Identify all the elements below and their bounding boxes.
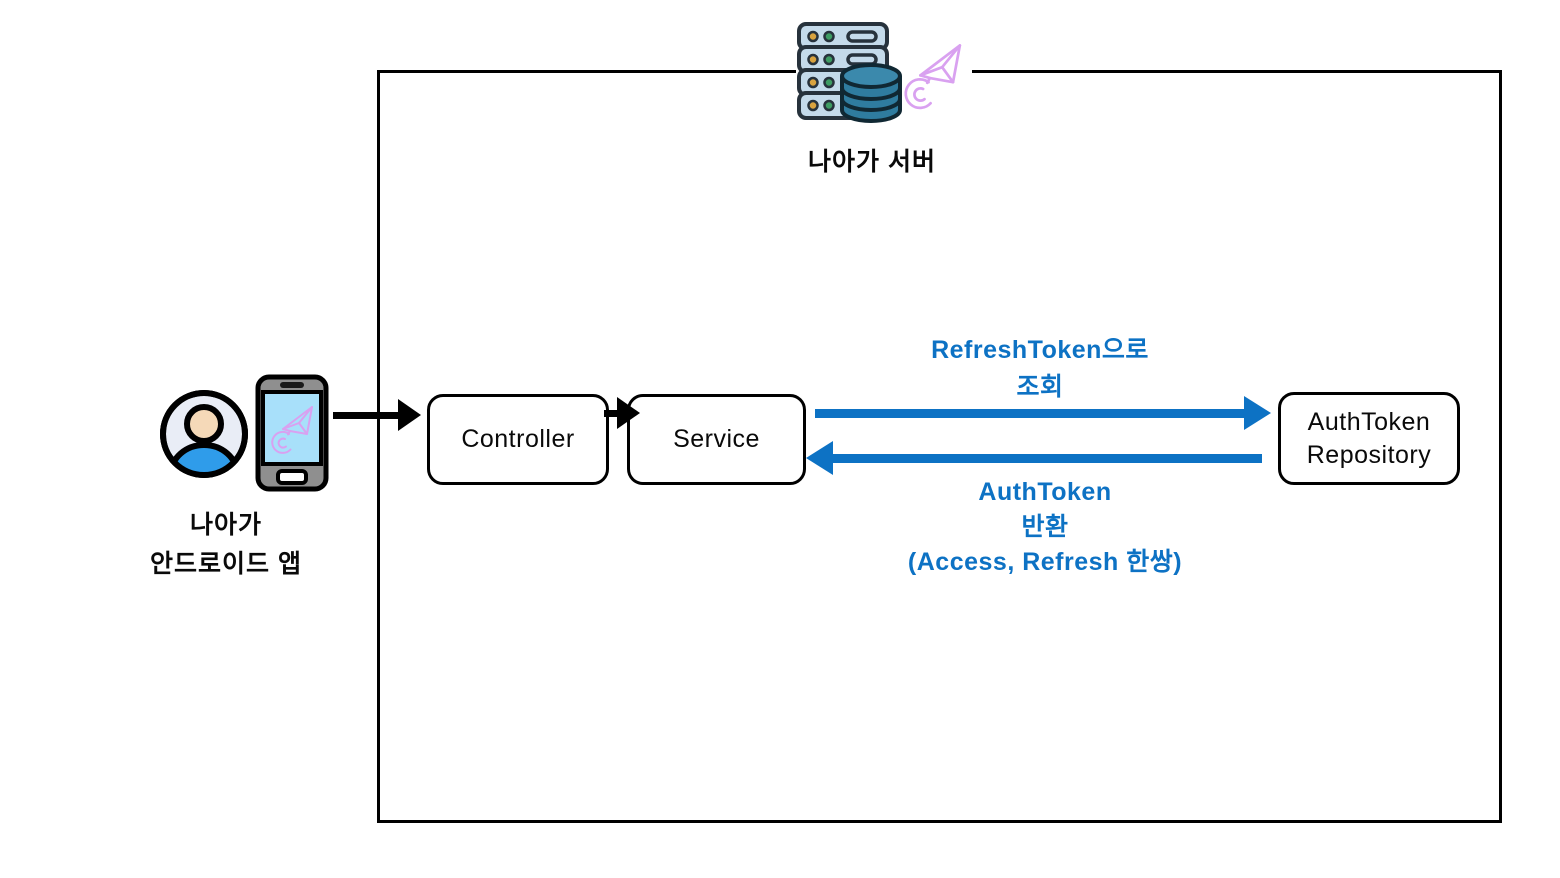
server-icon: [797, 22, 962, 123]
database-cylinder-icon: [840, 63, 902, 123]
response-flow-arrow: [833, 454, 1262, 463]
naaga-logo-icon: [904, 43, 962, 110]
controller-label: Controller: [461, 425, 575, 453]
response-flow-label-line2: 반환: [1021, 513, 1069, 541]
user-avatar-icon: [156, 386, 252, 482]
controller-to-service-arrowhead-icon: [617, 397, 640, 429]
request-flow-label-line2: 조회: [1016, 373, 1064, 401]
service-node: Service: [627, 394, 806, 485]
response-flow-label: AuthToken 반환 (Access, Refresh 한쌍): [865, 475, 1225, 580]
controller-node: Controller: [427, 394, 609, 485]
client-to-server-arrow: [333, 412, 399, 419]
phone-home-button: [276, 469, 308, 485]
request-flow-arrow: [815, 409, 1245, 418]
phone-screen: [261, 390, 323, 466]
client-label-line1: 나아가: [189, 511, 262, 539]
auth-token-repository-node: AuthToken Repository: [1278, 392, 1460, 485]
phone-speaker-slot: [280, 382, 304, 388]
repository-label-line1: AuthToken: [1307, 407, 1431, 436]
response-flow-label-line3: (Access, Refresh 한쌍): [907, 548, 1183, 576]
response-flow-label-line1: AuthToken: [978, 478, 1112, 506]
repository-label-line2: Repository: [1306, 440, 1432, 469]
client-label: 나아가 안드로이드 앱: [126, 506, 326, 584]
request-flow-label: RefreshToken으로 조회: [890, 332, 1190, 406]
response-flow-arrowhead-icon: [806, 441, 833, 475]
request-flow-label-line1: RefreshToken으로: [931, 336, 1149, 364]
server-label: 나아가 서버: [808, 148, 936, 176]
service-label: Service: [673, 425, 760, 453]
client-to-server-arrowhead-icon: [398, 399, 421, 431]
server-icon-group: [796, 20, 972, 128]
smartphone-icon: [255, 374, 329, 492]
client-label-line2: 안드로이드 앱: [150, 550, 302, 578]
request-flow-arrowhead-icon: [1244, 396, 1271, 430]
controller-to-service-arrow: [604, 410, 619, 417]
